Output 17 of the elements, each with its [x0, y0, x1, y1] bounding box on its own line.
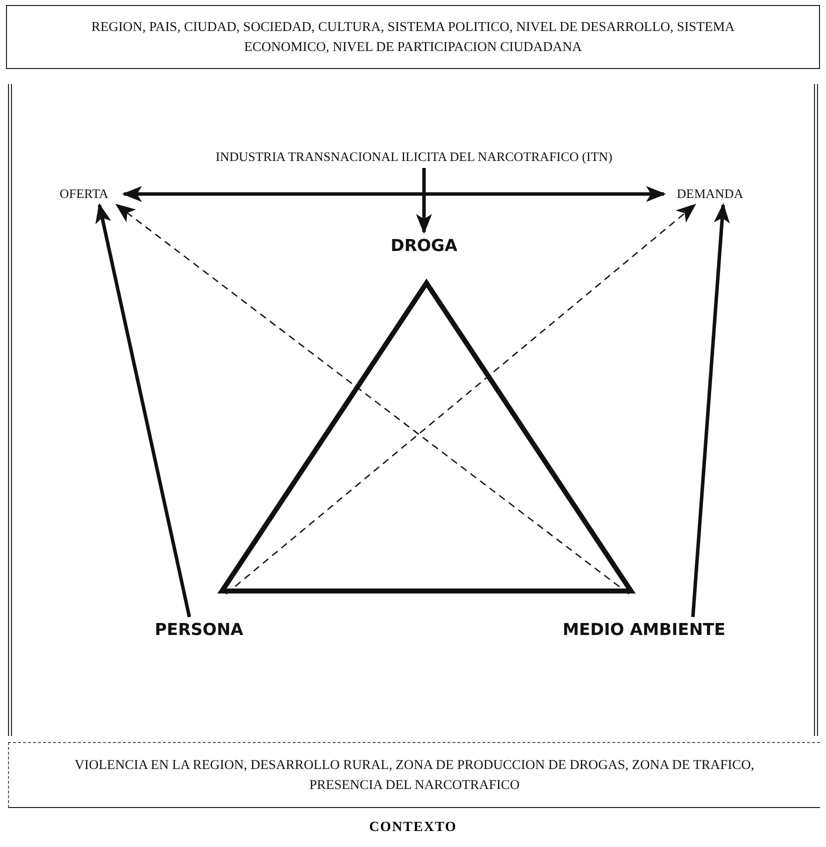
text-label: DEMANDA	[664, 183, 756, 205]
node-label: MEDIO AMBIENTE	[524, 617, 764, 642]
arrow	[95, 203, 192, 618]
arrow	[691, 203, 730, 618]
triangle-shape	[219, 280, 634, 594]
caption: CONTEXTO	[368, 820, 458, 836]
arrow	[122, 186, 666, 202]
text-label: INDUSTRIA TRANSNACIONAL ILICITA DEL NARCOTRAFICO (ITN)	[64, 146, 764, 168]
arrow	[226, 204, 696, 594]
arrow	[416, 168, 432, 234]
context-box: REGION, PAIS, CIUDAD, SOCIEDAD, CULTURA, SISTEMA POLITICO, NIVEL DE DESARROLLO, SISTEMA ECONOMICO, NIVEL DE PARTICIPACION CIUDADANA	[6, 5, 820, 69]
node-label: PERSONA	[134, 617, 264, 642]
node-label: DROGA	[374, 232, 474, 258]
arrow	[115, 204, 630, 595]
context-box: VIOLENCIA EN LA REGION, DESARROLLO RURAL, ZONA DE PRODUCCION DE DROGAS, ZONA DE TRAFICO, PRESENCIA DEL NARCOTRAFICO	[8, 742, 820, 808]
frame-panel	[8, 84, 818, 736]
text-label: OFERTA	[44, 183, 124, 205]
